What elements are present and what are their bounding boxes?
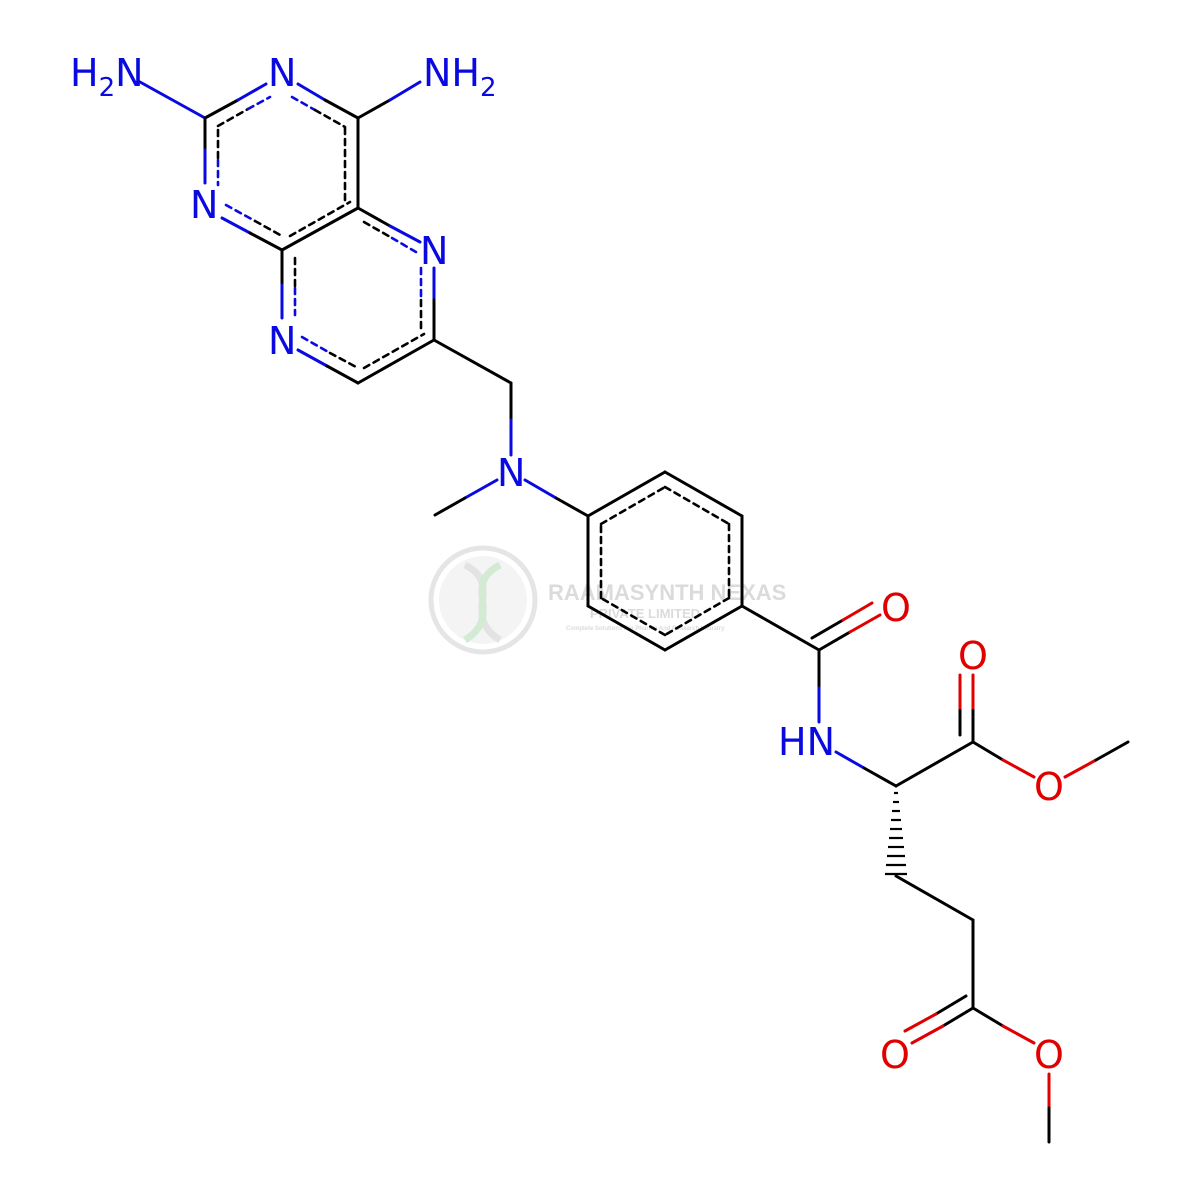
bond-c4a-n5-b (388, 224, 422, 244)
watermark-tagline: Complete Solutions For Pharma And Resear… (566, 626, 725, 632)
bond-c4a-n5-arom-a (362, 220, 394, 240)
bond-ar-arom-2 (663, 485, 731, 526)
bond-n3-c8a-arom-a (224, 203, 257, 223)
bond-c7-c6 (356, 338, 436, 385)
bond-c2-n1-arom-a (216, 107, 250, 128)
linker-bonds (432, 338, 590, 518)
bond-n8-c7-a (296, 348, 329, 368)
bond-n3-c8a-arom-b (253, 219, 284, 238)
watermark-logo-ring (428, 545, 538, 655)
bond-ar-5 (586, 604, 667, 652)
bond-n1-c6a-arom-a (290, 95, 317, 112)
bond-calpha-ester (894, 740, 975, 788)
bond-n3-c8a-a (220, 216, 252, 235)
bond-ar-1 (586, 470, 667, 518)
bond-n8-c7-b (325, 364, 360, 385)
bond-ar-2 (663, 470, 744, 518)
bond-c8a-c4a (280, 206, 360, 252)
bond-n1-c6a-arom-b (313, 108, 347, 129)
bond-nh2-c2 (138, 80, 207, 120)
bond-ar-carbonyl (740, 604, 821, 652)
bond-c6-ch2 (432, 338, 513, 385)
bond-c4a-n5-arom-b (390, 236, 418, 254)
bond-n-methyl-b (433, 496, 467, 517)
bond-amide-co-b (848, 613, 882, 634)
bond-ester2-co2-b (903, 1012, 938, 1033)
bond-c7-c6-arom (362, 332, 426, 370)
bond-ar-arom-1 (599, 485, 667, 526)
bond-nh-calpha-a (834, 750, 866, 770)
bond-n-aryl-b (554, 496, 590, 518)
bond-n8-c7-arom-a (300, 335, 332, 355)
bond-ester2-co2-a (934, 994, 968, 1016)
bond-n3-c8a-b (248, 231, 284, 252)
bond-nh-calpha-b (862, 766, 898, 788)
bond-ester1-o-a (971, 740, 1005, 762)
atom-o-amide: O (881, 586, 911, 630)
atom-nh-amide: HN (778, 720, 835, 764)
bond-ester1-ome-b (1094, 740, 1130, 762)
bond-ester1-o-b (1001, 758, 1036, 779)
bond-n-aryl-a (523, 478, 558, 500)
bond-ester2-co-b (910, 1024, 945, 1045)
bond-n1-c6a-b (323, 98, 360, 120)
stereo-hash-bond (885, 791, 907, 876)
bond-c2-n1-b (236, 82, 268, 102)
bond-ar-arom-4 (663, 596, 731, 637)
bond-ester2-o-a (971, 1006, 1005, 1028)
bond-c2-n1-arom-b (246, 95, 272, 111)
bond-amide-co2-a (810, 618, 845, 640)
bond-ar-arom-5 (599, 596, 667, 637)
bond-amide-co2-b (841, 601, 874, 622)
watermark-helix-icon-2 (463, 561, 502, 643)
bond-ester1-ome-a (1063, 758, 1098, 779)
watermark-line1: RAAMASYNTH NEXAS (548, 580, 786, 605)
side-chain-bonds (740, 601, 1130, 1144)
bond-c4-nh2-b (388, 80, 422, 102)
bond-c2-n1-a (203, 98, 240, 120)
bond-n1-c6a-a (296, 82, 327, 102)
atom-nh2-right: NH2 (423, 51, 497, 103)
bond-cbeta-cgamma (894, 874, 975, 922)
atom-o-ester1: O (1034, 765, 1064, 809)
atom-o-ester2-carbonyl: O (880, 1033, 910, 1077)
bond-c4a-n5-a (356, 206, 392, 228)
bond-c8a-c4a-arom (288, 200, 352, 238)
bond-n-methyl-a (463, 478, 499, 500)
bond-ester2-o-b (1001, 1024, 1036, 1045)
atom-labels: H2N N NH2 N N N N O HN O O O O (70, 51, 1064, 1077)
pteridine-bonds (138, 80, 436, 385)
atom-n5: N (420, 229, 448, 273)
atom-nh2-left: H2N (70, 51, 144, 103)
bond-c4-nh2-a (356, 98, 392, 120)
bond-ester2-co-a (941, 1006, 975, 1028)
atom-n-methyl: N (497, 451, 525, 495)
bond-n8-c7-arom-b (328, 351, 360, 370)
atom-o-ester1-carbonyl: O (958, 634, 988, 678)
bond-amide-co-a (817, 630, 852, 652)
atom-n3: N (190, 183, 218, 227)
watermark: RAAMASYNTH NEXAS PRIVATE LIMITED Complet… (428, 545, 786, 655)
atom-n8: N (268, 319, 296, 363)
benzene-bonds (586, 470, 744, 652)
bond-ar-4 (663, 604, 744, 652)
watermark-line2: PRIVATE LIMITED (590, 606, 700, 621)
atom-o-ester2: O (1034, 1033, 1064, 1077)
atom-n1: N (268, 51, 296, 95)
